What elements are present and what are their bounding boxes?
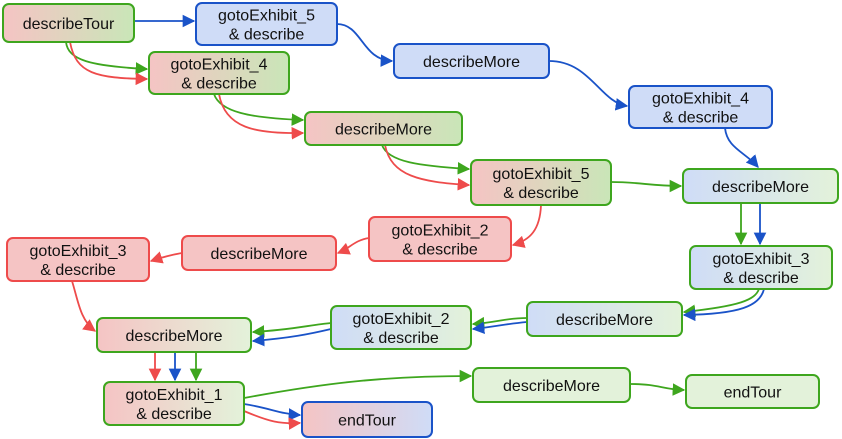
node-label: gotoExhibit_5 — [493, 166, 590, 183]
node-label: gotoExhibit_1 — [126, 387, 223, 404]
node-box — [393, 43, 550, 79]
edge-g4a-to-dmA-green — [213, 93, 305, 126]
node-box — [368, 216, 512, 262]
node-box — [682, 168, 839, 204]
node-describeTour: describeTour — [2, 3, 135, 43]
edges-layer — [65, 14, 767, 430]
edge-g1-to-endTour1-blue — [243, 403, 302, 421]
node-label: describeMore — [712, 179, 809, 196]
node-label: gotoExhibit_3 — [30, 243, 127, 260]
node-box — [103, 381, 245, 426]
node-label: describeMore — [556, 312, 653, 329]
node-dmB: describeMore — [682, 168, 839, 204]
node-box — [470, 159, 612, 206]
node-label: & describe — [181, 76, 257, 93]
node-label: & describe — [40, 262, 116, 279]
node-label: describeMore — [211, 246, 308, 263]
node-label: gotoExhibit_4 — [652, 91, 749, 108]
edge-g4a-to-dmA-red — [218, 93, 305, 140]
node-label: endTour — [724, 385, 782, 402]
node-dmRed: describeMore — [181, 235, 337, 271]
node-box — [526, 301, 683, 337]
edge-describeTour-to-g4a-red — [69, 41, 149, 86]
edge-g1-to-endTour1-red — [243, 410, 302, 430]
node-box — [181, 235, 337, 271]
node-label: gotoExhibit_4 — [171, 57, 268, 74]
node-g3b: gotoExhibit_3 & describe — [689, 245, 833, 290]
node-g5b: gotoExhibit_5 & describe — [470, 159, 612, 206]
node-box — [330, 305, 472, 350]
edge-dmA-to-g5b-green — [381, 144, 471, 175]
node-box — [2, 3, 135, 43]
node-label: & describe — [663, 110, 739, 127]
edge-g3a-to-dmD-red — [71, 280, 97, 332]
node-label: describeTour — [23, 16, 115, 33]
edge-g1-to-dmE-green — [243, 369, 473, 399]
node-label: gotoExhibit_2 — [353, 311, 450, 328]
node-g3a: gotoExhibit_3 & describe — [6, 237, 150, 282]
node-label: & describe — [229, 27, 305, 44]
node-endTour1: endTour — [301, 401, 433, 438]
edge-dmRed-to-g3a-red — [149, 251, 183, 264]
node-g2b: gotoExhibit_2 & describe — [330, 305, 472, 350]
node-g1: gotoExhibit_1 & describe — [103, 381, 245, 426]
edge-g2b-to-dmD-blue — [251, 328, 332, 347]
node-box — [628, 85, 773, 129]
node-g5a: gotoExhibit_5 & describe — [195, 2, 338, 46]
node-g4a: gotoExhibit_4 & describe — [148, 51, 290, 95]
node-box — [148, 51, 290, 95]
node-label: & describe — [723, 270, 799, 287]
edge-g5b-to-dmB-green — [610, 179, 683, 193]
node-box — [304, 111, 463, 146]
edge-dmA-to-g5b-red — [384, 144, 471, 191]
edge-g4b-to-dmB-blue — [724, 127, 759, 168]
edge-dmE-to-endTour2-green — [629, 383, 686, 396]
node-box — [301, 401, 433, 438]
node-box — [195, 2, 338, 46]
node-label: describeMore — [335, 122, 432, 139]
node-endTour2: endTour — [685, 374, 820, 409]
node-label: & describe — [363, 330, 439, 347]
node-label: endTour — [338, 413, 396, 430]
edge-dmC-to-g2b-blue — [471, 321, 528, 335]
edge-g3b-to-dmC-blue — [682, 288, 765, 322]
edge-g2a-to-dmRed-red — [336, 237, 370, 255]
node-dmD: describeMore — [96, 317, 252, 353]
node-label: describeMore — [503, 378, 600, 395]
node-label: gotoExhibit_2 — [392, 223, 489, 240]
node-label: & describe — [402, 242, 478, 259]
node-label: & describe — [503, 185, 579, 202]
node-box — [689, 245, 833, 290]
node-box — [6, 237, 150, 282]
node-g4b: gotoExhibit_4 & describe — [628, 85, 773, 129]
edge-g2b-to-dmD-green — [251, 322, 332, 338]
node-label: gotoExhibit_5 — [218, 8, 315, 25]
node-dmC: describeMore — [526, 301, 683, 337]
edge-g5b-to-g2a-red — [511, 204, 542, 248]
edge-describeTour-to-g4a-green — [65, 41, 149, 75]
node-label: describeMore — [126, 328, 223, 345]
node-box — [472, 367, 631, 403]
node-box — [96, 317, 252, 353]
node-g2a: gotoExhibit_2 & describe — [368, 216, 512, 262]
node-box — [685, 374, 820, 409]
edge-g5a-to-dmBlue1-blue — [336, 23, 394, 67]
node-label: gotoExhibit_3 — [713, 251, 810, 268]
node-dmA: describeMore — [304, 111, 463, 146]
node-label: describeMore — [423, 54, 520, 71]
node-dmBlue1: describeMore — [393, 43, 550, 79]
edge-g3b-to-dmC-green — [682, 288, 760, 318]
edge-dmBlue1-to-g4b-blue — [548, 60, 629, 111]
node-label: & describe — [136, 406, 212, 423]
node-dmE: describeMore — [472, 367, 631, 403]
